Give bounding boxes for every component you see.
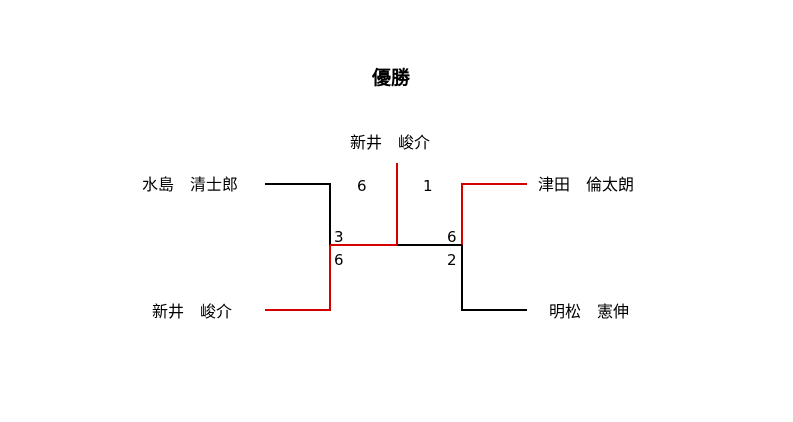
player-left-bottom: 新井 峻介 (152, 302, 233, 321)
champion-name: 新井 峻介 (350, 133, 431, 152)
score-right-semi-bottom: 2 (447, 251, 457, 269)
bracket-line-left-top (265, 183, 331, 245)
page-title: 優勝 (372, 67, 411, 89)
bracket-line-right-bottom (461, 245, 527, 311)
score-final-left: 6 (357, 177, 367, 195)
score-left-semi-top: 3 (334, 228, 344, 246)
bracket-line-right-top (461, 183, 527, 245)
score-final-right: 1 (423, 177, 433, 195)
player-right-top: 津田 倫太朗 (538, 175, 635, 194)
player-left-top: 水島 清士郎 (142, 175, 239, 194)
bracket-line-left-bottom (265, 245, 331, 311)
score-right-semi-top: 6 (447, 228, 457, 246)
player-right-bottom: 明松 憲伸 (549, 302, 630, 321)
score-left-semi-bottom: 6 (334, 251, 344, 269)
